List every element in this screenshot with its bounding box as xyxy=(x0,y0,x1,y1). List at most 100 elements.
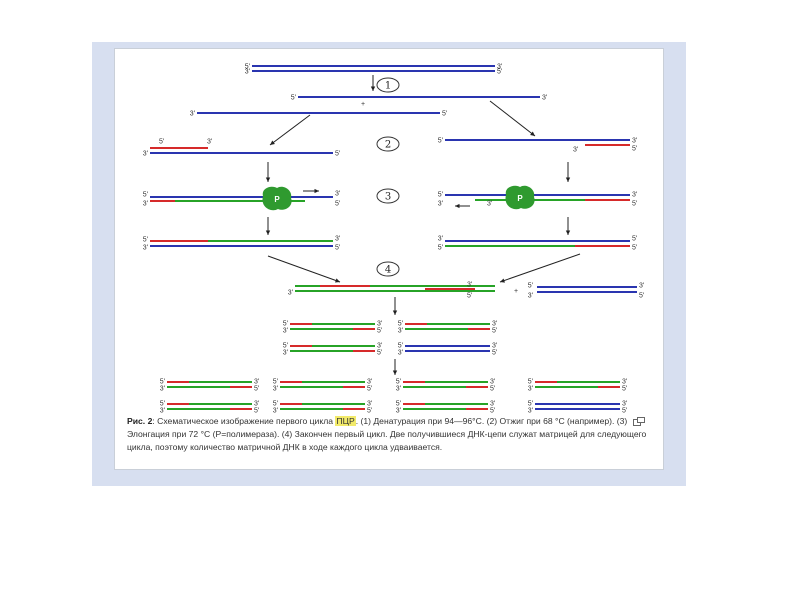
five-prime-label: 5' xyxy=(639,293,644,300)
five-prime-label: 5' xyxy=(160,401,165,408)
five-prime-label: 5' xyxy=(396,379,401,386)
five-prime-label: 5' xyxy=(622,408,627,415)
arrow-head xyxy=(393,310,397,315)
arrow-head xyxy=(266,177,270,182)
five-prime-label: 5' xyxy=(335,151,340,158)
three-prime-label: 3' xyxy=(396,408,401,415)
three-prime-label: 3' xyxy=(335,236,340,243)
three-prime-label: 3' xyxy=(283,328,288,335)
three-prime-label: 3' xyxy=(528,386,533,393)
arrow-head xyxy=(314,189,319,193)
arrow-head xyxy=(566,177,570,182)
three-prime-label: 3' xyxy=(143,201,148,208)
five-prime-label: 5' xyxy=(159,139,164,146)
three-prime-label: 3' xyxy=(398,350,403,357)
three-prime-label: 3' xyxy=(632,138,637,145)
five-prime-label: 5' xyxy=(528,283,533,290)
three-prime-label: 3' xyxy=(492,321,497,328)
five-prime-label: 5' xyxy=(490,386,495,393)
three-prime-label: 3' xyxy=(490,401,495,408)
arrow-head xyxy=(270,141,275,145)
five-prime-label: 5' xyxy=(492,328,497,335)
five-prime-label: 5' xyxy=(254,408,259,415)
arrow-head xyxy=(266,230,270,235)
five-prime-label: 5' xyxy=(632,236,637,243)
five-prime-label: 5' xyxy=(273,401,278,408)
five-prime-label: 5' xyxy=(377,350,382,357)
five-prime-label: 5' xyxy=(632,245,637,252)
three-prime-label: 3' xyxy=(398,328,403,335)
arrow-head xyxy=(393,370,397,375)
three-prime-label: 3' xyxy=(377,321,382,328)
three-prime-label: 3' xyxy=(528,293,533,300)
three-prime-label: 3' xyxy=(622,379,627,386)
three-prime-label: 3' xyxy=(542,95,547,102)
three-prime-label: 3' xyxy=(335,191,340,198)
flow-arrow xyxy=(270,115,310,145)
arrow-head xyxy=(566,230,570,235)
polymerase-label: P xyxy=(274,195,280,204)
five-prime-label: 5' xyxy=(283,321,288,328)
caption-fig: Рис. 2 xyxy=(127,416,152,426)
five-prime-label: 5' xyxy=(273,379,278,386)
five-prime-label: 5' xyxy=(632,146,637,153)
five-prime-label: 5' xyxy=(632,201,637,208)
three-prime-label: 3' xyxy=(639,283,644,290)
five-prime-label: 5' xyxy=(143,192,148,199)
five-prime-label: 5' xyxy=(497,69,502,76)
five-prime-label: 5' xyxy=(377,328,382,335)
five-prime-label: 5' xyxy=(283,343,288,350)
arrow-head xyxy=(371,86,375,91)
five-prime-label: 5' xyxy=(467,293,472,300)
five-prime-label: 5' xyxy=(438,138,443,145)
five-prime-label: 5' xyxy=(160,379,165,386)
three-prime-label: 3' xyxy=(467,282,472,289)
five-prime-label: 5' xyxy=(442,111,447,118)
three-prime-label: 3' xyxy=(190,111,195,118)
three-prime-label: 3' xyxy=(160,386,165,393)
five-prime-label: 5' xyxy=(622,386,627,393)
three-prime-label: 3' xyxy=(492,343,497,350)
five-prime-label: 5' xyxy=(528,401,533,408)
five-prime-label: 5' xyxy=(438,245,443,252)
three-prime-label: 3' xyxy=(396,386,401,393)
polymerase-label: P xyxy=(517,194,523,203)
five-prime-label: 5' xyxy=(367,386,372,393)
figure-caption: Рис. 2: Схематическое изображение первог… xyxy=(127,415,647,454)
three-prime-label: 3' xyxy=(283,350,288,357)
flow-arrow xyxy=(490,101,535,136)
three-prime-label: 3' xyxy=(254,379,259,386)
five-prime-label: 5' xyxy=(398,343,403,350)
three-prime-label: 3' xyxy=(377,343,382,350)
pcr-diagram: 12345'3'3'5'5'3'+3'5'5'3'3'5'5'3'3'5'5'3… xyxy=(115,49,663,469)
three-prime-label: 3' xyxy=(273,386,278,393)
three-prime-label: 3' xyxy=(438,201,443,208)
arrow-head xyxy=(500,278,505,282)
five-prime-label: 5' xyxy=(335,245,340,252)
enlarge-icon[interactable] xyxy=(633,417,645,426)
five-prime-label: 5' xyxy=(335,201,340,208)
three-prime-label: 3' xyxy=(207,139,212,146)
flow-arrow xyxy=(500,254,580,282)
step-number: 4 xyxy=(385,265,391,276)
arrow-head xyxy=(455,204,460,208)
three-prime-label: 3' xyxy=(367,379,372,386)
three-prime-label: 3' xyxy=(143,151,148,158)
five-prime-label: 5' xyxy=(528,379,533,386)
five-prime-label: 5' xyxy=(254,386,259,393)
three-prime-label: 3' xyxy=(254,401,259,408)
three-prime-label: 3' xyxy=(528,408,533,415)
three-prime-label: 3' xyxy=(573,147,578,154)
step-number: 3 xyxy=(385,192,391,203)
plus-sign: + xyxy=(514,288,518,295)
arrow-head xyxy=(335,278,340,282)
five-prime-label: 5' xyxy=(438,192,443,199)
three-prime-label: 3' xyxy=(245,69,250,76)
three-prime-label: 3' xyxy=(273,408,278,415)
step-number: 2 xyxy=(385,140,391,151)
three-prime-label: 3' xyxy=(160,408,165,415)
caption-pre: : Схематическое изображение первого цикл… xyxy=(152,416,335,426)
five-prime-label: 5' xyxy=(143,237,148,244)
three-prime-label: 3' xyxy=(438,236,443,243)
